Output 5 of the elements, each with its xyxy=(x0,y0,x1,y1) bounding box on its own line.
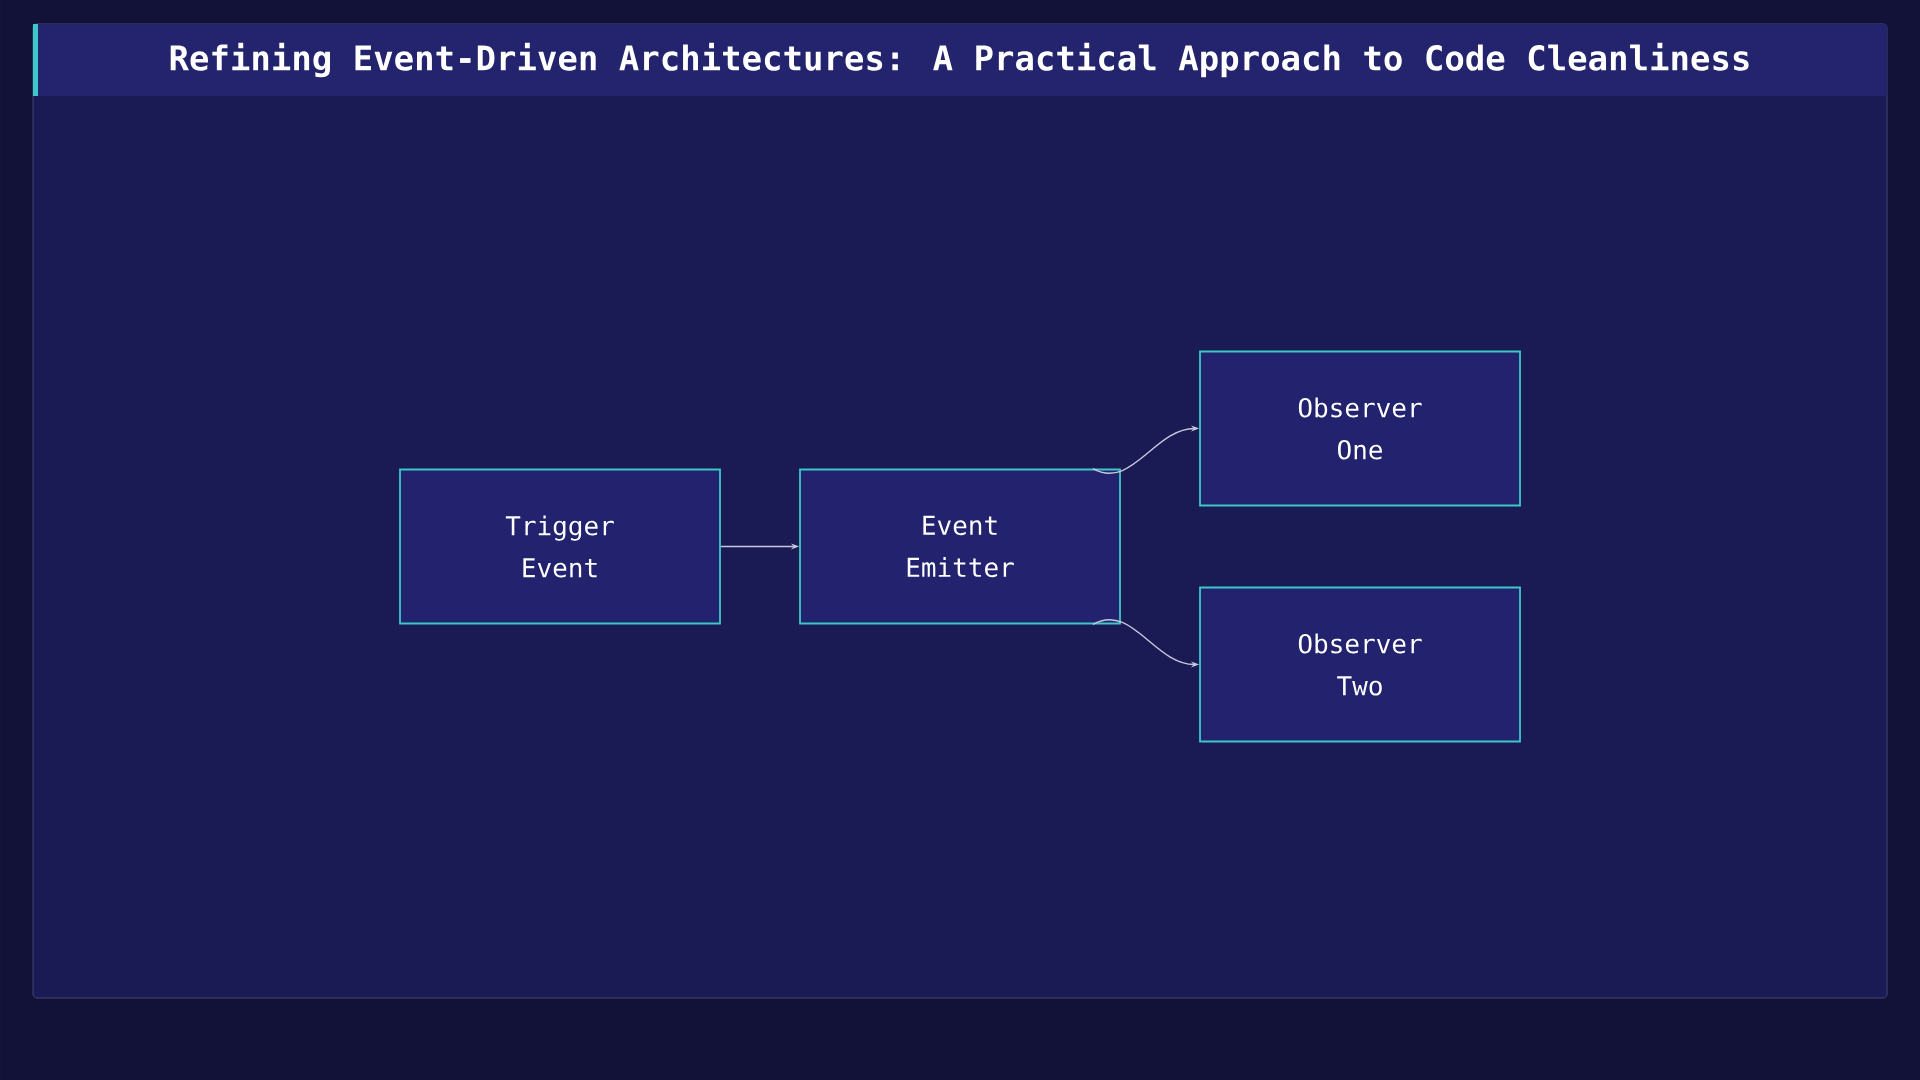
title: Refining Event-Driven Architectures: A Practical Approach to Code Cleanliness xyxy=(170,42,1749,78)
process-box: Observer One xyxy=(1199,350,1521,507)
process-box: Observer Two xyxy=(1199,586,1521,743)
process-box: Event Emitter xyxy=(799,468,1121,625)
process-box: Trigger Event xyxy=(399,468,721,625)
